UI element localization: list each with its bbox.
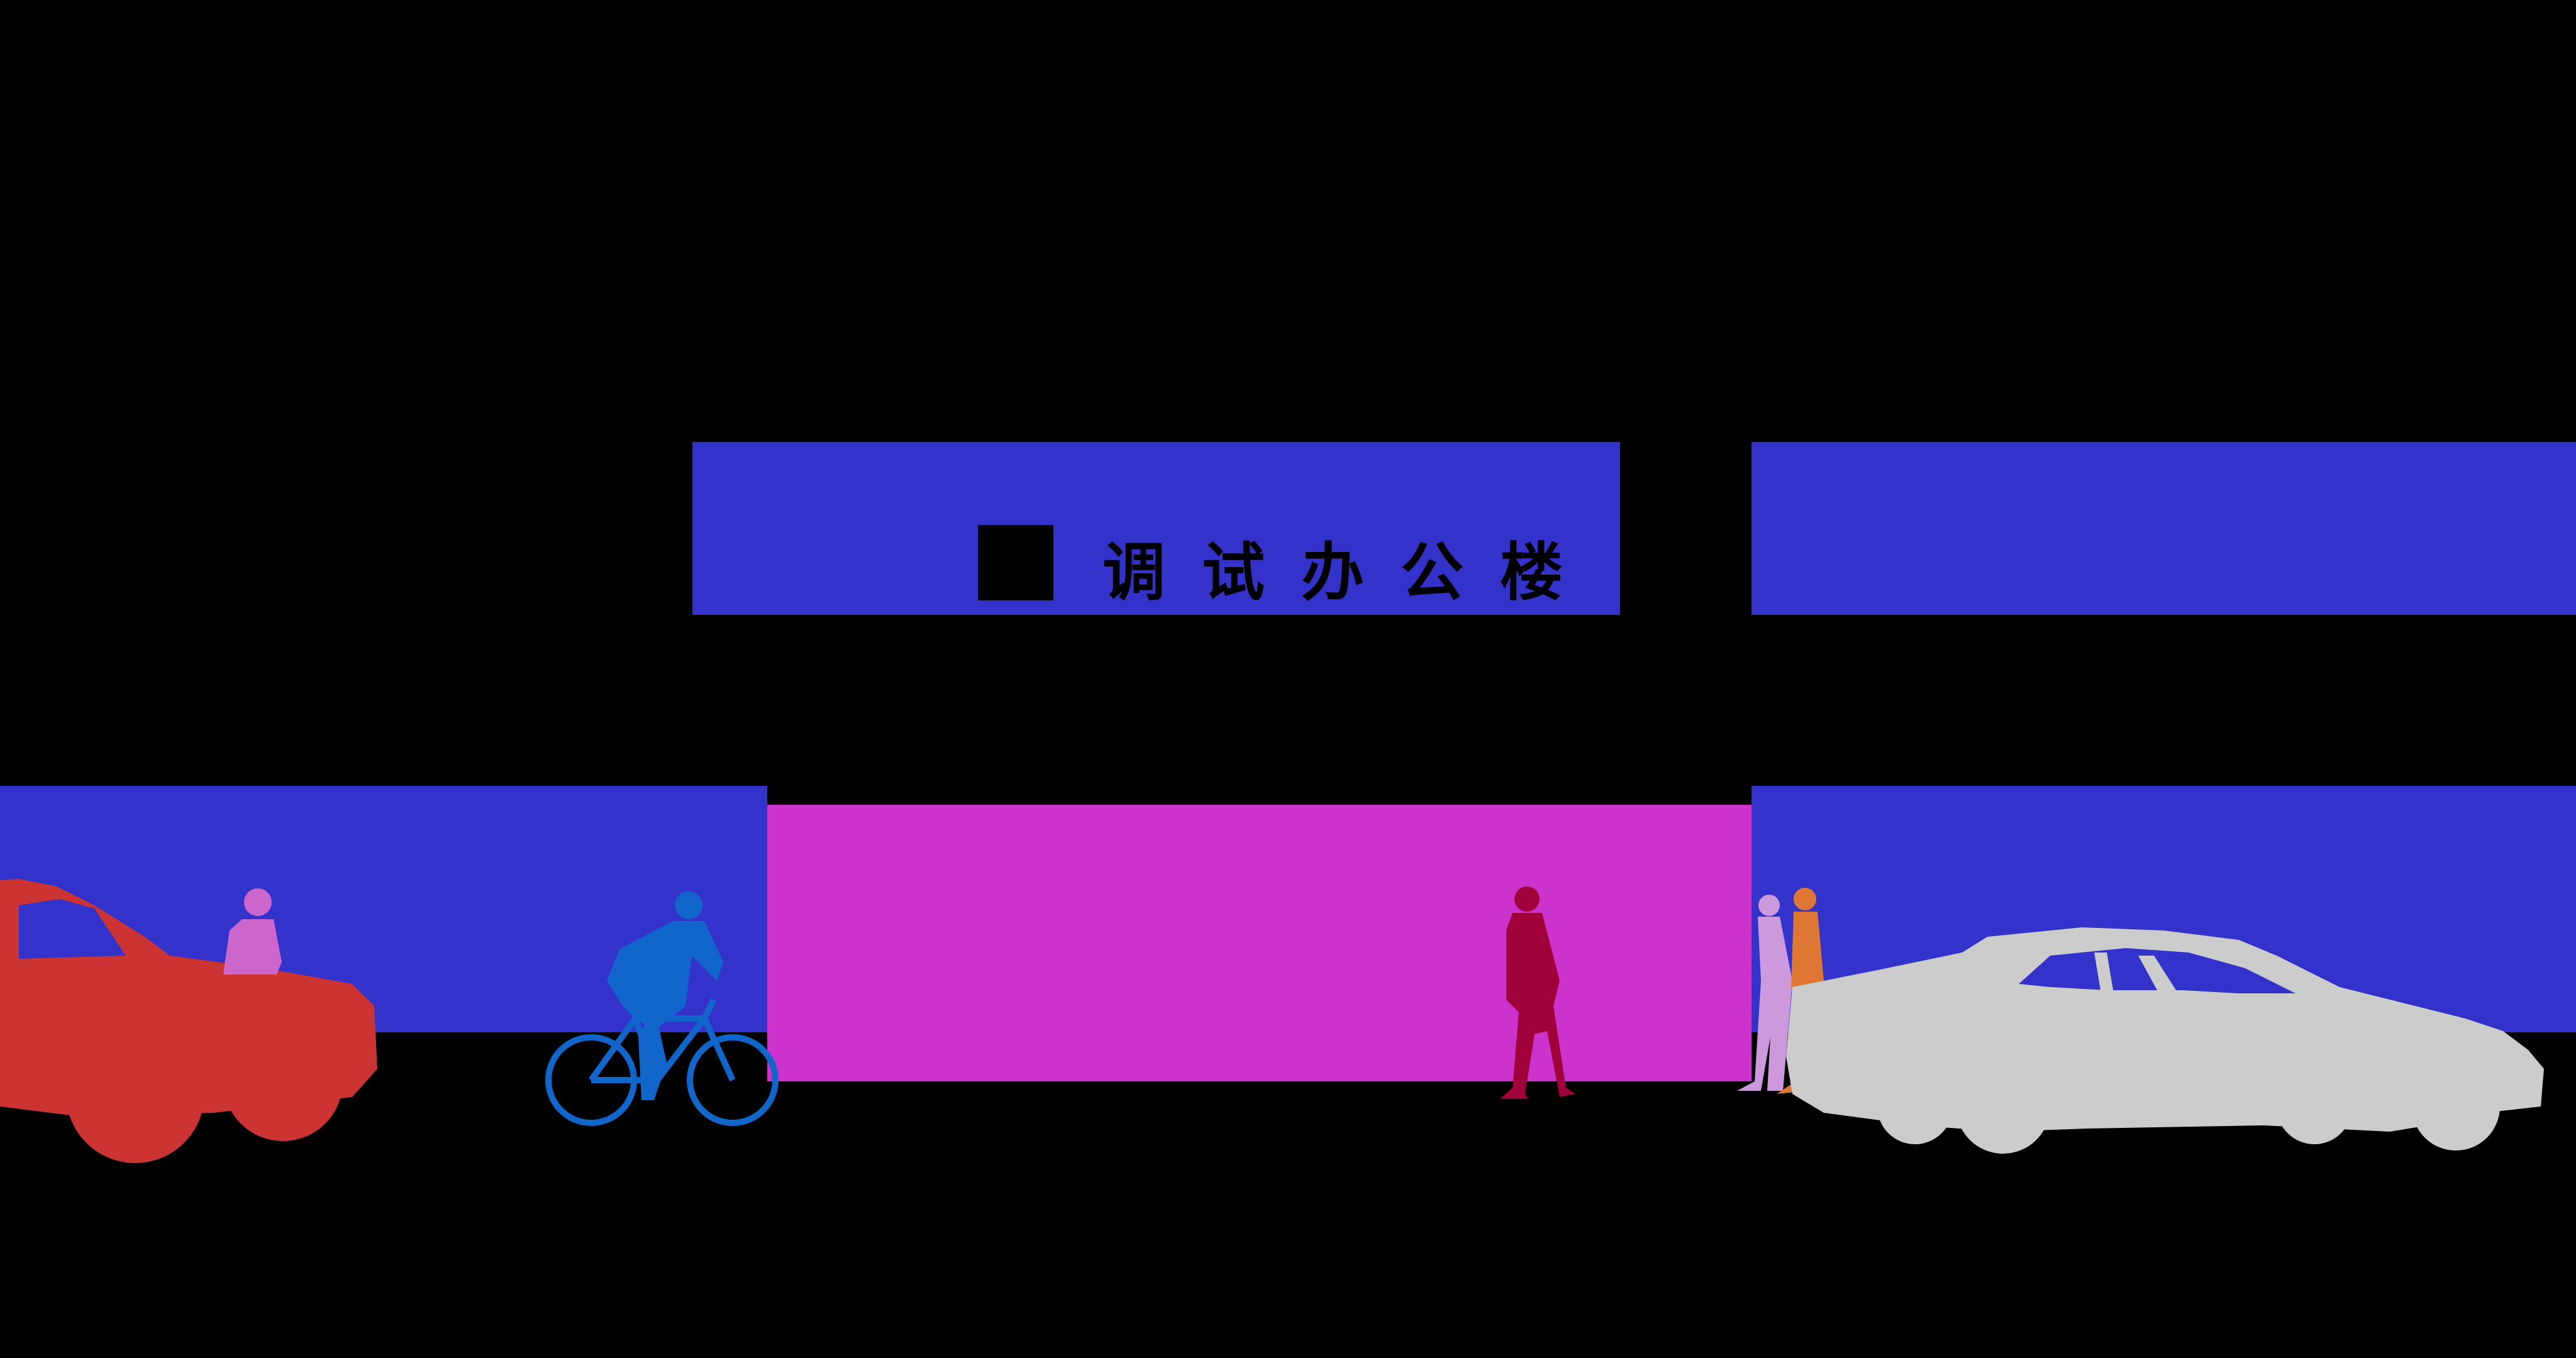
- cyclist-silhouette: [545, 892, 779, 1126]
- entrance-area: [767, 805, 1752, 1081]
- square-logo-icon: [978, 525, 1053, 600]
- building-name-sign: 调试办公楼: [1102, 536, 1599, 609]
- upper-facade-band-left: [692, 442, 1620, 615]
- pedestrian-right-1: [1737, 895, 1792, 1091]
- silver-car-window-pillar: [2094, 952, 2176, 990]
- red-car-window: [19, 899, 126, 959]
- pedestrian-center: [1500, 886, 1575, 1099]
- silver-car-silhouette: [1786, 927, 2544, 1154]
- pedestrian-left: [223, 888, 282, 974]
- upper-facade-band-right: [1752, 442, 2576, 615]
